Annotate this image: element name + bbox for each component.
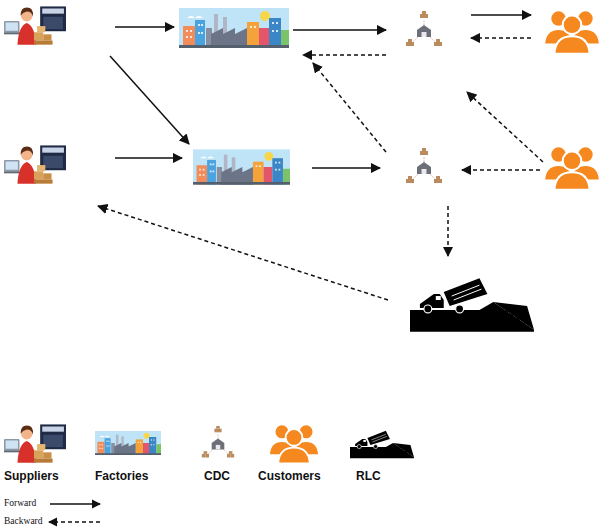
legend-label: CDC [204, 469, 230, 483]
legend-label: Suppliers [4, 469, 59, 483]
factory-icon [179, 8, 289, 48]
forward-arrow [293, 29, 386, 31]
customers-icon [544, 10, 600, 54]
legend-backward-line [49, 521, 100, 522]
forward-arrow [115, 157, 182, 159]
backward-arrow [462, 169, 540, 171]
backward-arrow [447, 206, 449, 256]
forward-arrow [471, 14, 531, 16]
legend-label: Factories [95, 469, 148, 483]
backward-arrow [471, 37, 531, 39]
forward-arrow [110, 56, 189, 144]
supplier-icon [3, 145, 66, 183]
legend-factory-icon [95, 431, 161, 455]
backward-arrow [303, 54, 386, 56]
rlc-icon [410, 278, 534, 332]
legend-supplier-icon [3, 424, 66, 462]
forward-arrow [115, 26, 174, 28]
cdc-icon [406, 148, 442, 183]
backward-arrow [313, 63, 386, 152]
forward-arrow [312, 167, 380, 169]
legend-label: Backward [4, 516, 43, 526]
legend-label: Customers [258, 469, 321, 483]
customers-icon [544, 146, 600, 189]
supplier-icon [3, 6, 66, 44]
legend-cdc-icon [202, 426, 234, 458]
legend-label: RLC [356, 469, 381, 483]
legend-label: Forward [4, 498, 36, 508]
legend-forward-line [50, 503, 100, 504]
legend-customers-icon [269, 424, 319, 463]
backward-arrow [467, 92, 543, 162]
cdc-icon [406, 11, 442, 46]
factory-icon [193, 149, 290, 184]
legend-rlc-icon [350, 431, 414, 459]
backward-arrow [98, 206, 388, 300]
